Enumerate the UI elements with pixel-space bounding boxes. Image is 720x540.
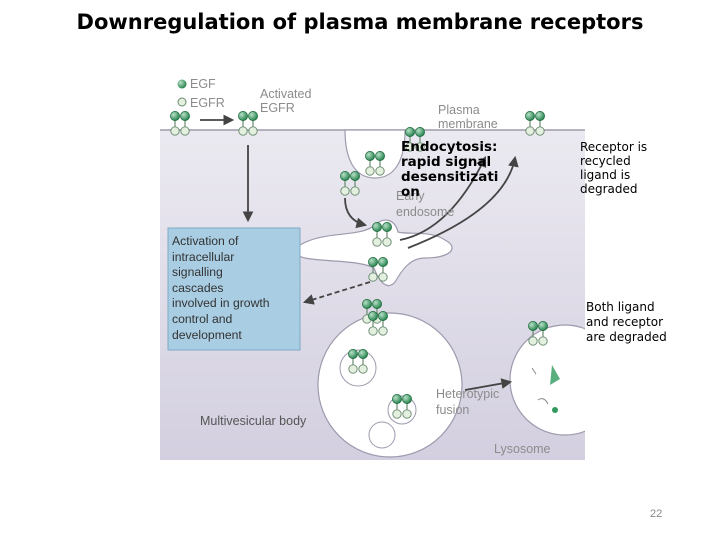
egfr-label: EGFR bbox=[190, 96, 225, 110]
plasma-label: Plasma bbox=[438, 103, 480, 117]
multivesicular-body bbox=[317, 312, 463, 458]
callout-line: Endocytosis: bbox=[401, 139, 498, 155]
signalling-dashed-arrow bbox=[302, 281, 371, 305]
egf-icon bbox=[177, 79, 187, 89]
intraluminal-vesicle bbox=[339, 349, 377, 387]
callout-line: and receptor bbox=[586, 315, 664, 329]
intraluminal-vesicle bbox=[368, 421, 396, 449]
degraded-callout: Both ligand and receptor are degraded bbox=[586, 300, 667, 345]
activated-egfr-label: EGFR bbox=[260, 101, 295, 115]
multivesicular-body-label: Multivesicular body bbox=[200, 414, 307, 428]
callout-line: are degraded bbox=[586, 330, 667, 344]
lysosome-label: Lysosome bbox=[494, 442, 551, 456]
membrane-pit bbox=[344, 129, 406, 179]
signalling-box-text: Activation of intracellular signalling c… bbox=[172, 234, 297, 343]
signalling-line: Activation of bbox=[172, 234, 239, 248]
membrane-label: membrane bbox=[438, 117, 498, 131]
slide-title: Downregulation of plasma membrane recept… bbox=[76, 10, 644, 34]
callout-line: desensitizati bbox=[401, 169, 499, 185]
recycling-arrow bbox=[399, 156, 487, 241]
callout-line: Both ligand bbox=[586, 300, 655, 314]
endocytosis-callout: Endocytosis: rapid signal desensitizati … bbox=[401, 140, 498, 200]
signalling-line: signalling bbox=[172, 265, 223, 280]
degraded-fragment bbox=[531, 367, 537, 375]
page-number: 22 bbox=[650, 508, 663, 520]
signalling-line: intracellular bbox=[172, 249, 235, 264]
endocytosis-diagram: EGF EGFR Activated EGFR Plasma membrane … bbox=[160, 70, 585, 460]
endocytosis-arrow bbox=[344, 197, 368, 229]
degraded-fragment bbox=[552, 407, 558, 413]
fusion-label: fusion bbox=[436, 403, 469, 417]
callout-line: Receptor is bbox=[580, 140, 648, 154]
signalling-line: control and bbox=[172, 311, 233, 326]
diagram-canvas: EGF EGFR Activated EGFR Plasma membrane … bbox=[160, 77, 585, 460]
degraded-fragment bbox=[537, 398, 549, 405]
heterotypic-label: Heterotypic bbox=[436, 387, 499, 401]
callout-line: degraded bbox=[580, 182, 638, 196]
callout-line: on bbox=[401, 184, 420, 200]
degraded-fragment bbox=[550, 365, 560, 385]
recycled-callout: Receptor is recycled ligand is degraded bbox=[580, 140, 647, 196]
callout-line: ligand is bbox=[580, 168, 631, 182]
early-label: Early bbox=[396, 189, 425, 203]
egfr-icon bbox=[177, 97, 187, 107]
recycling-arrow bbox=[407, 155, 519, 249]
signalling-line: cascades bbox=[172, 280, 224, 295]
egf-label: EGF bbox=[190, 77, 216, 91]
callout-line: recycled bbox=[580, 154, 631, 168]
signalling-line: development bbox=[172, 327, 242, 342]
fusion-arrow bbox=[464, 378, 513, 391]
endosome-label: endosome bbox=[396, 205, 454, 219]
signalling-box bbox=[167, 227, 301, 351]
callout-line: rapid signal bbox=[401, 154, 492, 170]
activated-label: Activated bbox=[260, 87, 311, 101]
signalling-line: involved in growth bbox=[172, 296, 270, 311]
